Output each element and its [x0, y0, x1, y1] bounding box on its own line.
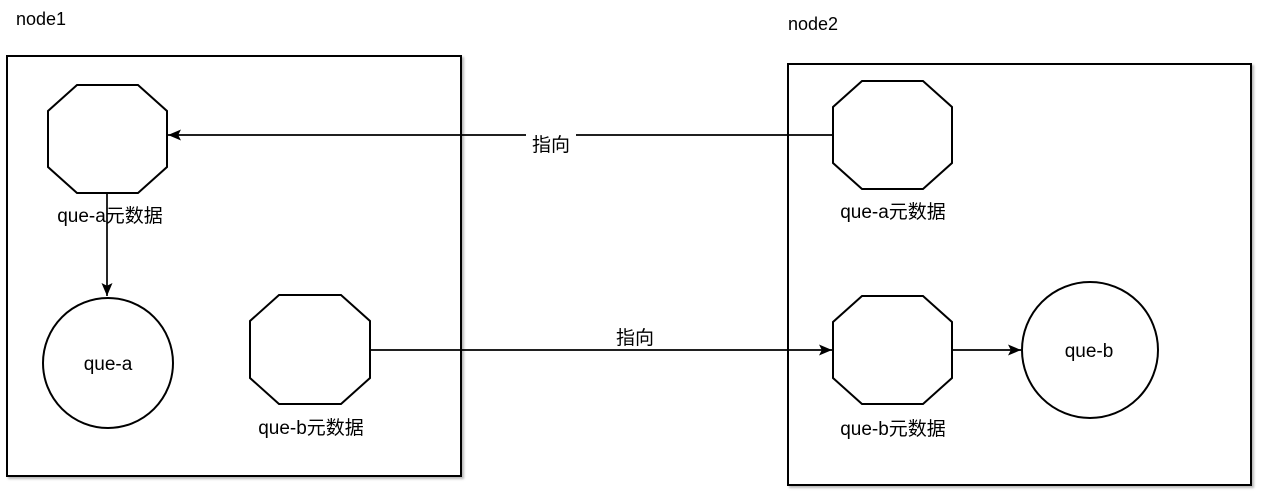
node2-que-b-metadata-octagon [832, 295, 953, 405]
node2-title: node2 [788, 14, 838, 34]
node1-que-a-circle-label: que-a [84, 354, 133, 375]
node2-que-b-circle-label: que-b [1065, 341, 1114, 362]
node2-que-a-metadata-octagon [832, 80, 953, 190]
node1-que-b-metadata-octagon [249, 294, 371, 405]
node1-que-a-circle [42, 297, 174, 429]
node2-que-b-circle [1021, 281, 1159, 419]
node1-que-b-metadata-label: que-b元数据 [258, 417, 364, 439]
edge-que-a-pointer-label: 指向 [532, 134, 570, 156]
node1-title: node1 [16, 9, 66, 29]
node1-que-a-metadata-label: que-a元数据 [57, 205, 163, 227]
node1-que-a-metadata-octagon [47, 84, 168, 194]
node2-que-b-metadata-label: que-b元数据 [840, 418, 946, 440]
edge-que-a-pointer-label-background [526, 134, 576, 157]
edge-que-b-pointer-label: 指向 [616, 327, 654, 349]
node2-que-a-metadata-label: que-a元数据 [840, 201, 946, 223]
